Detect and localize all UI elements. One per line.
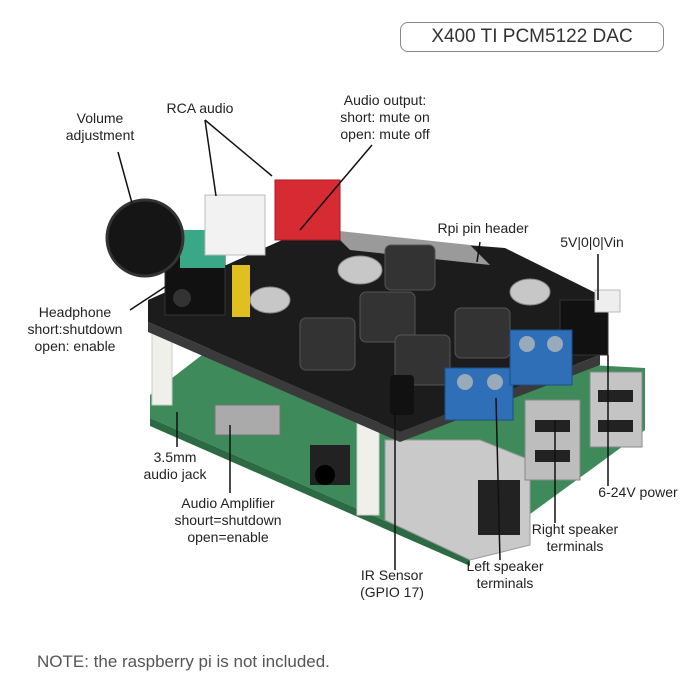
- usb-port: [524, 399, 581, 481]
- label-line: Headphone: [38, 304, 112, 320]
- label-line: open: enable: [34, 338, 116, 354]
- label-audio-amplifier: Audio Amplifier shourt=shutdown open=ena…: [174, 495, 281, 546]
- rca-white: [204, 194, 266, 256]
- label-line: short:shutdown: [27, 321, 123, 337]
- label-rca-audio: RCA audio: [166, 100, 234, 116]
- label-ir-sensor: IR Sensor (GPIO 17): [360, 567, 424, 601]
- label-line: adjustment: [65, 127, 135, 143]
- right-speaker-terminal: [509, 329, 573, 386]
- label-line: shourt=shutdown: [174, 512, 282, 528]
- label-line: Left speaker: [466, 558, 544, 574]
- left-speaker-terminal: [444, 367, 514, 421]
- footnote: NOTE: the raspberry pi is not included.: [37, 652, 330, 671]
- label-line: 3.5mm: [153, 449, 197, 465]
- label-line: terminals: [546, 538, 604, 554]
- jumper: [232, 265, 250, 317]
- label-line: IR Sensor: [360, 567, 424, 583]
- leader-lines: [117, 119, 609, 570]
- usb-port: [589, 371, 643, 448]
- label-audio-jack: 3.5mm audio jack: [143, 449, 206, 483]
- label-line: Audio Amplifier: [181, 495, 275, 511]
- label-line: Volume: [76, 110, 124, 126]
- label-line: Right speaker: [531, 521, 619, 537]
- label-line: (GPIO 17): [360, 584, 424, 600]
- label-line: terminals: [476, 575, 534, 591]
- label-power-header: 5V|0|0|Vin: [560, 234, 624, 250]
- hdmi-port: [214, 404, 281, 436]
- label-volume-adjustment: Volume adjustment: [66, 110, 134, 144]
- label-line: open: mute off: [340, 126, 430, 142]
- label-line: open=enable: [187, 529, 269, 545]
- rca-red: [274, 179, 341, 241]
- label-headphone: Headphone short:shutdown open: enable: [28, 304, 123, 355]
- volume-knob: [105, 198, 185, 278]
- product-title: X400 TI PCM5122 DAC: [400, 22, 664, 52]
- label-right-speaker: Right speaker terminals: [532, 521, 618, 555]
- label-line: short: mute on: [340, 109, 430, 125]
- ir-sensor: [390, 375, 414, 415]
- label-line: Audio output:: [343, 92, 427, 108]
- label-power-input: 6-24V power: [598, 484, 678, 500]
- label-audio-output: Audio output: short: mute on open: mute …: [340, 92, 430, 143]
- label-left-speaker: Left speaker terminals: [466, 558, 543, 592]
- label-line: audio jack: [143, 466, 207, 482]
- label-rpi-pin-header: Rpi pin header: [437, 220, 529, 236]
